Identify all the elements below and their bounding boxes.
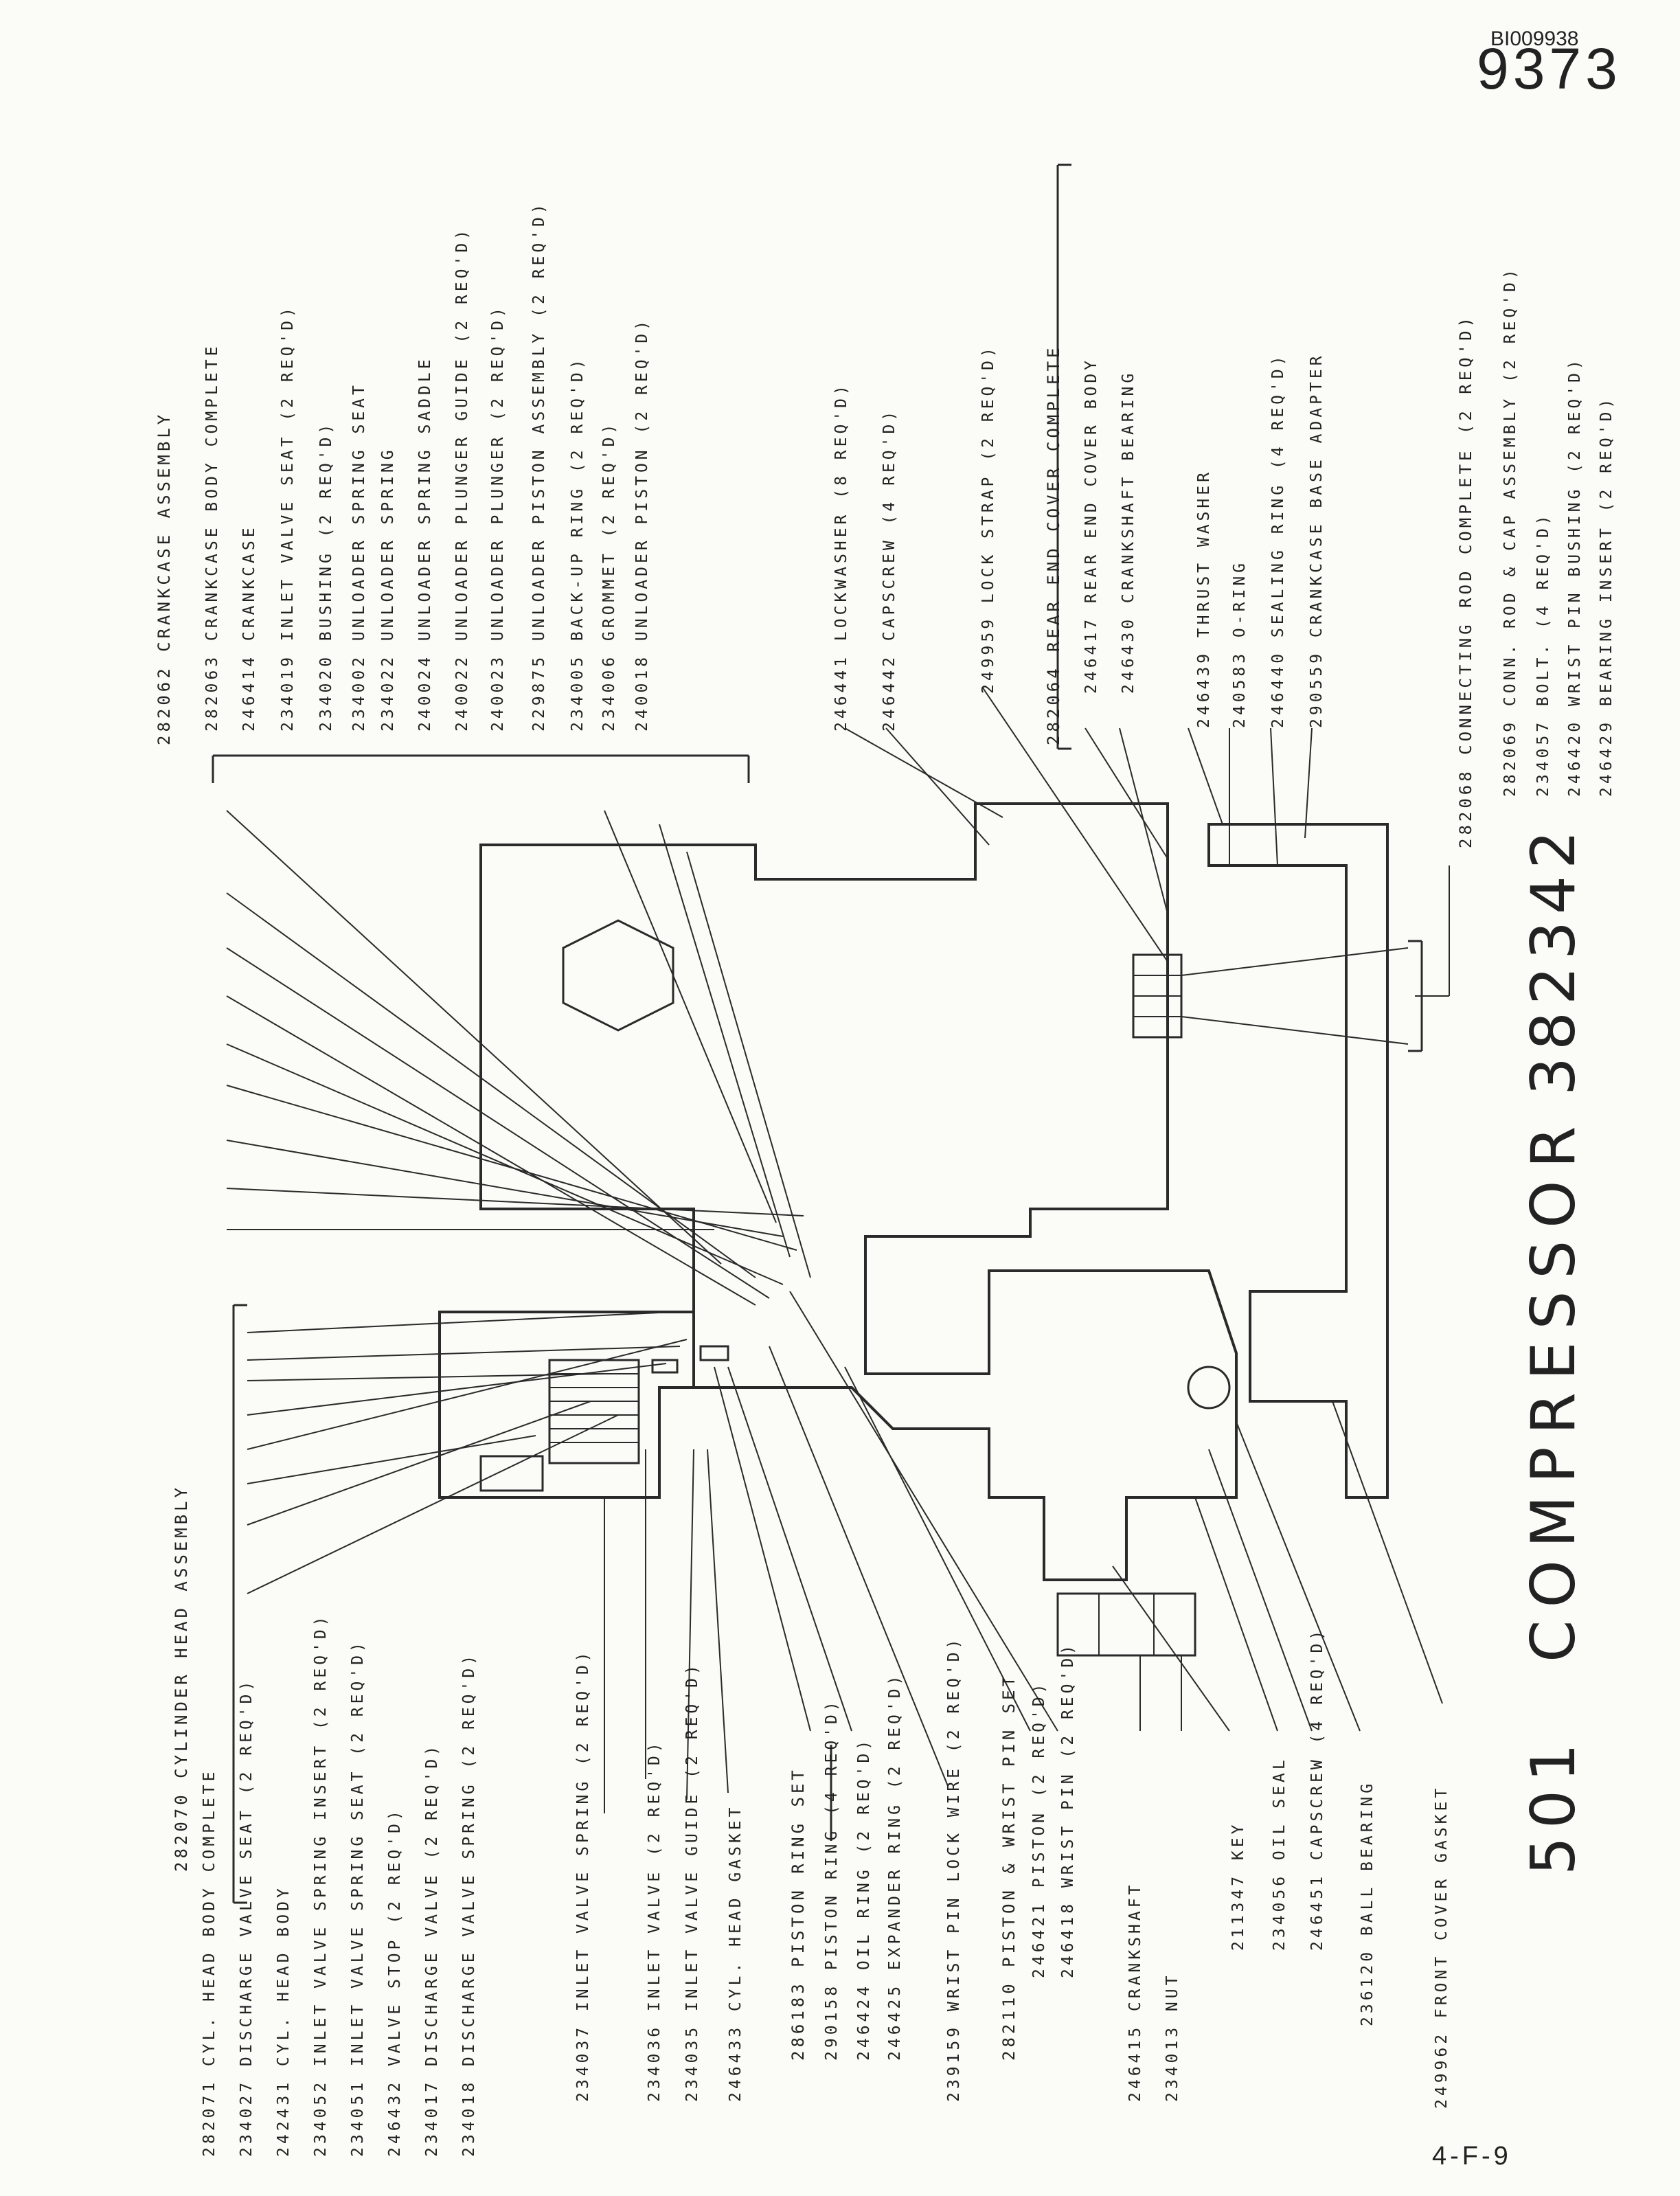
crankcase-item: 229875 UNLOADER PISTON ASSEMBLY (2 REQ'D… <box>530 201 548 732</box>
title-part-number: 382342 <box>1518 824 1589 1096</box>
cylinder-head-outline <box>438 1311 695 1499</box>
page-reference: 4-F-9 <box>1432 2142 1512 2171</box>
crankshaft-label: 246415 CRANKSHAFT <box>1126 1881 1144 2102</box>
cylinder-head-item: 246432 VALVE STOP (2 REQ'D) <box>386 1807 404 2157</box>
piston-ring-item: 246424 OIL RING (2 REQ'D) <box>855 1736 873 2061</box>
rear-part-label: 240583 O-RING <box>1231 559 1249 728</box>
cylinder-head-item: 242431 CYL. HEAD BODY <box>275 1885 293 2157</box>
connecting-rod-item: 282069 CONN. ROD & CAP ASSEMBLY (2 REQ'D… <box>1501 266 1519 797</box>
rear-part-label: 290559 CRANKCASE BASE ADAPTER <box>1308 352 1326 728</box>
cylinder-head-item: 234051 INLET VALVE SPRING SEAT (2 REQ'D) <box>349 1639 367 2157</box>
rear-part-label: 246439 THRUST WASHER <box>1195 469 1213 728</box>
connecting-rod-header: 282068 CONNECTING ROD COMPLETE (2 REQ'D) <box>1456 314 1475 848</box>
ball-bearing <box>1187 1366 1231 1410</box>
wrist-pin-lock-wire-label: 239159 WRIST PIN LOCK WIRE (2 REQ'D) <box>945 1635 963 2103</box>
ring-2 <box>651 1359 679 1374</box>
connecting-rod-item: 246429 BEARING INSERT (2 REQ'D) <box>1598 395 1615 797</box>
front-part-label: 211347 KEY <box>1229 1821 1247 1951</box>
piston-wrist-pin-item: 246421 PISTON (2 REQ'D) <box>1030 1680 1048 1979</box>
rear-cover-item: 246417 REAR END COVER BODY <box>1082 356 1100 694</box>
discharge-spring-block <box>548 1359 640 1464</box>
crankcase-item: 246414 CRANKCASE <box>240 524 258 732</box>
nut-label: 234013 NUT <box>1163 1972 1181 2102</box>
front-part-label: 234056 OIL SEAL <box>1271 1756 1289 1951</box>
piston-ring-item: 246425 EXPANDER RING (2 REQ'D) <box>886 1672 904 2061</box>
hex-plug <box>562 919 674 1032</box>
inlet-part-label: 234036 INLET VALVE (2 REQ'D) <box>646 1739 663 2102</box>
crankcase-item: 234019 INLET VALVE SEAT (2 REQ'D) <box>279 304 297 732</box>
crankcase-item: 240018 UNLOADER PISTON (2 REQ'D) <box>633 317 651 732</box>
cylinder-head-bracket <box>232 1304 247 1904</box>
ring-1 <box>699 1345 729 1361</box>
inlet-part-label: 234035 INLET VALVE GUIDE (2 REQ'D) <box>683 1662 701 2102</box>
cylinder-head-item: 234052 INLET VALVE SPRING INSERT (2 REQ'… <box>312 1613 330 2157</box>
connecting-rod-item: 246420 WRIST PIN BUSHING (2 REQ'D) <box>1566 356 1584 797</box>
inlet-part-label: 246433 CYL. HEAD GASKET <box>727 1804 745 2103</box>
crankcase-bracket <box>212 754 750 783</box>
crankcase-item: 234020 BUSHING (2 REQ'D) <box>317 420 335 732</box>
rear-cover-header: 282064 REAR END COVER COMPLETE <box>1044 344 1063 745</box>
piston-ring-item: 290158 PISTON RING (4 REQ'D) <box>823 1698 841 2061</box>
cylinder-head-assembly-header: 282070 CYLINDER HEAD ASSEMBLY <box>172 1484 191 1872</box>
piston-wrist-pin-item: 246418 WRIST PIN (2 REQ'D) <box>1059 1641 1077 1978</box>
crankshaft-end <box>1056 1592 1196 1657</box>
front-part-label: 249962 FRONT COVER GASKET <box>1433 1785 1451 2109</box>
crankcase-item: 234006 GROMMET (2 REQ'D) <box>600 420 618 732</box>
cylinder-head-item: 234027 DISCHARGE VALVE SEAT (2 REQ'D) <box>238 1677 256 2157</box>
cylinder-head-item: 282071 CYL. HEAD BODY COMPLETE <box>201 1768 218 2157</box>
cylinder-head-item: 234018 DISCHARGE VALVE SPRING (2 REQ'D) <box>460 1651 478 2157</box>
piston-wrist-pin-set-header: 282110 PISTON & WRIST PIN SET <box>999 1673 1019 2061</box>
rear-part-label: 246440 SEALING RING (4 REQ'D) <box>1269 352 1287 728</box>
connecting-rod-item: 234057 BOLT. (4 REQ'D) <box>1534 512 1552 797</box>
crankcase-item: 282063 CRANKCASE BODY COMPLETE <box>203 343 221 732</box>
front-cover-outline <box>1207 823 1389 1499</box>
crankcase-item: 234005 BACK-UP RING (2 REQ'D) <box>569 356 587 732</box>
cylinder-head-item: 234017 DISCHARGE VALVE (2 REQ'D) <box>423 1742 441 2157</box>
title-name: COMPRESSOR <box>1518 1113 1589 1662</box>
crankcase-outline <box>479 802 1238 1581</box>
upper-part-label: 246441 LOCKWASHER (8 REQ'D) <box>832 382 850 732</box>
inlet-part-label: 234037 INLET VALVE SPRING (2 REQ'D) <box>574 1649 592 2102</box>
front-part-label: 246451 CAPSCREW (4 REQ'D) <box>1308 1627 1326 1951</box>
piston-ring-set-header: 286183 PISTON RING SET <box>788 1767 808 2061</box>
crankcase-item: 234022 UNLOADER SPRING <box>379 446 397 732</box>
title-model-number: 501 <box>1518 1735 1589 1875</box>
upper-part-label: 249959 LOCK STRAP (2 REQ'D) <box>979 344 997 694</box>
crankcase-item: 240022 UNLOADER PLUNGER GUIDE (2 REQ'D) <box>453 226 471 732</box>
rear-cover-item: 246430 CRANKSHAFT BEARING <box>1120 370 1137 694</box>
rear-cover-bracket <box>1056 163 1071 750</box>
upper-part-label: 246442 CAPSCREW (4 REQ'D) <box>881 407 898 732</box>
front-part-label: 236120 BALL BEARING <box>1359 1780 1376 2026</box>
crankcase-item: 240023 UNLOADER PLUNGER (2 REQ'D) <box>489 304 507 732</box>
crankcase-item: 234002 UNLOADER SPRING SEAT <box>350 382 368 732</box>
page-number: 9373 <box>1477 36 1622 101</box>
document-id: BI009938 <box>1490 27 1579 50</box>
crankcase-item: 240024 UNLOADER SPRING SADDLE <box>416 356 434 732</box>
crankcase-assembly-header: 282062 CRANKCASE ASSEMBLY <box>155 411 174 745</box>
